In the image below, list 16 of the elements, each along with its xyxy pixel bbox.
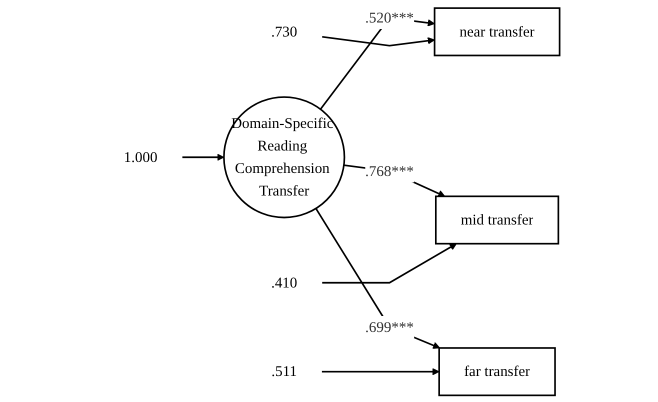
- arrow: [320, 16, 435, 110]
- edge-label: .699***: [364, 318, 414, 336]
- node-text: .511: [271, 362, 297, 380]
- node-text: .730: [270, 23, 298, 40]
- edge-label: .520***: [364, 9, 414, 26]
- arrow: [314, 208, 440, 349]
- node-box: mid transfer: [434, 196, 559, 245]
- arrow: [322, 36, 435, 47]
- arrow: [322, 368, 440, 376]
- node-text: 1.000: [124, 148, 158, 166]
- node-box: far transfer: [438, 347, 556, 396]
- arrow: [322, 243, 457, 284]
- node-text: .410: [270, 274, 298, 291]
- node-box: near transfer: [434, 7, 560, 56]
- arrow: [182, 154, 224, 161]
- edge-label: .768***: [364, 162, 414, 180]
